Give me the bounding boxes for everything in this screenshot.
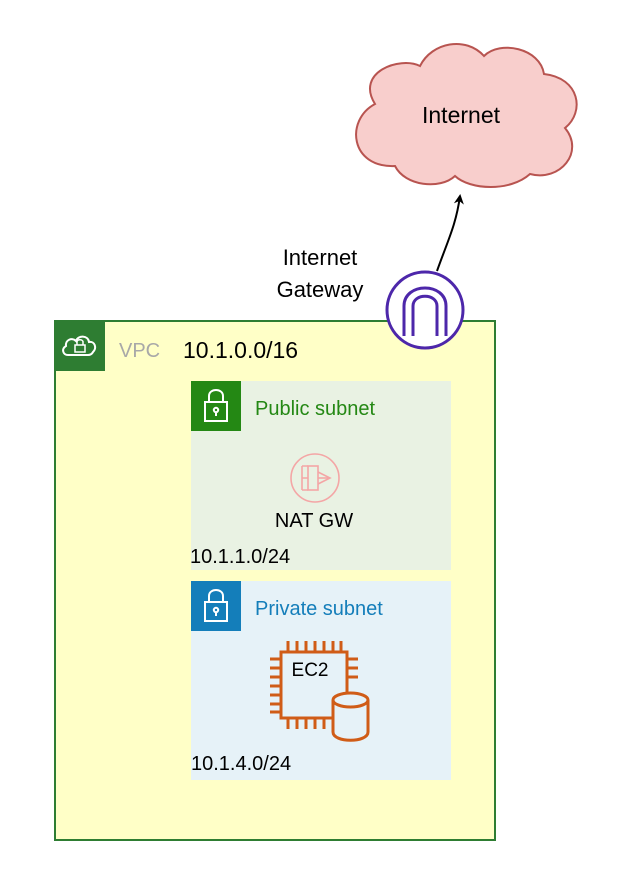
storage-cylinder-icon xyxy=(331,691,370,742)
public-subnet-icon-badge xyxy=(191,381,241,431)
ec2-label: EC2 xyxy=(292,660,329,681)
cloud-icon xyxy=(355,42,578,188)
public-subnet: Public subnet NAT GW 10.1.1.0/24 xyxy=(190,381,451,570)
nat-gateway-icon xyxy=(290,453,340,503)
lock-icon xyxy=(204,389,228,422)
internet-gateway: Internet Gateway xyxy=(277,245,465,350)
internet-label: Internet xyxy=(422,102,501,128)
ec2-chip-icon xyxy=(270,641,358,729)
cloud-lock-icon xyxy=(62,335,97,356)
private-subnet: Private subnet EC2 10.1.4.0/24 xyxy=(191,581,451,780)
public-subnet-cidr: 10.1.1.0/24 xyxy=(190,546,290,568)
vpc-icon-badge xyxy=(55,321,105,371)
private-subnet-label: Private subnet xyxy=(255,598,383,620)
internet-cloud: Internet xyxy=(355,42,578,188)
private-subnet-cidr: 10.1.4.0/24 xyxy=(191,753,291,775)
internet-gateway-icon xyxy=(385,270,465,350)
vpc-cidr: 10.1.0.0/16 xyxy=(183,337,298,363)
nat-gateway-label: NAT GW xyxy=(275,510,353,532)
public-subnet-label: Public subnet xyxy=(255,398,376,420)
gateway-to-internet-arrow xyxy=(436,194,464,272)
vpc-label: VPC xyxy=(119,340,160,362)
private-subnet-icon-badge xyxy=(191,581,241,631)
internet-gateway-label-line1: Internet xyxy=(283,245,358,270)
lock-icon xyxy=(204,589,228,622)
internet-gateway-label-line2: Gateway xyxy=(277,277,364,302)
